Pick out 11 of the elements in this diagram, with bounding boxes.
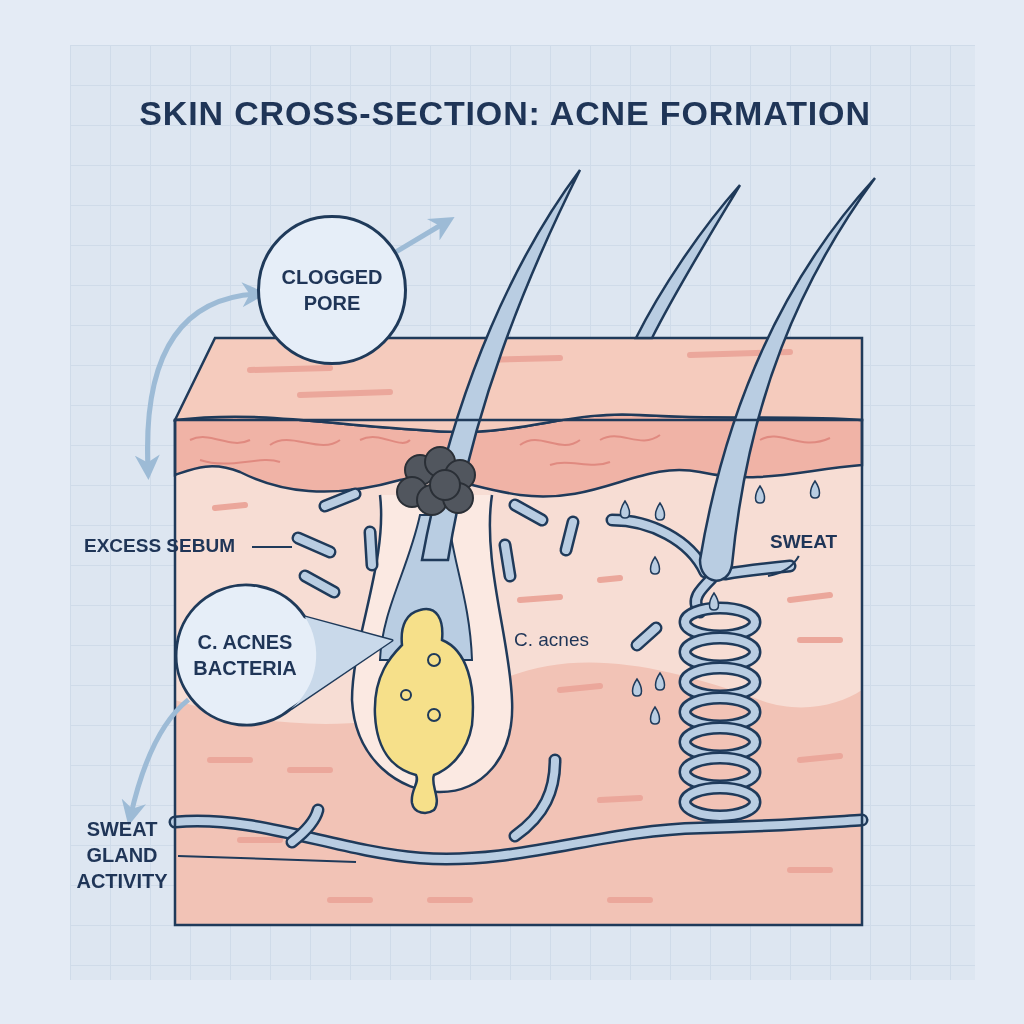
curved-arrow [121, 697, 191, 826]
leader-line [767, 555, 800, 577]
title: SKIN CROSS-SECTION: ACNE FORMATION [138, 93, 872, 134]
leader-line [177, 854, 357, 863]
part-label: SWEAT GLAND ACTIVITY [75, 817, 169, 894]
leader-line [251, 546, 293, 548]
part-label: C. ACNES BACTERIA [192, 630, 298, 681]
part-label: SWEAT [770, 530, 839, 554]
part-label: C. acnes [514, 628, 589, 652]
callout-text: CLOGGED PORE [280, 265, 384, 316]
curved-arrow [395, 216, 455, 254]
